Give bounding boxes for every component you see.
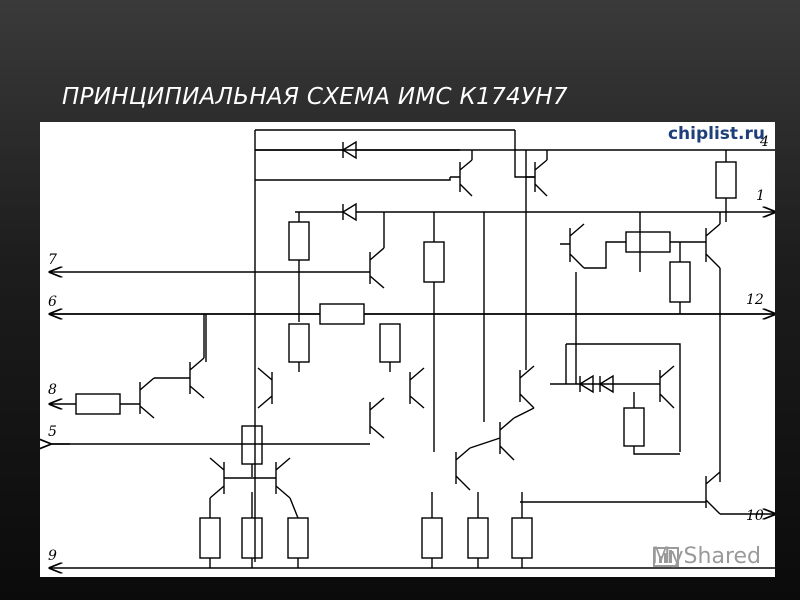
transistor [139,377,155,419]
resistor [423,241,445,283]
transistor [455,447,471,491]
transistor [659,365,675,409]
transistor [705,471,721,515]
resistor [288,323,310,363]
transistor [519,365,535,409]
resistor [467,517,489,559]
resistor [511,517,533,559]
pin-9-label: 9 [48,548,57,564]
circuit-schematic: 7 6 8 5 9 1 12 10 4 [40,129,775,577]
transistor [705,223,721,269]
transistor [560,223,585,269]
transistor [525,159,548,197]
resistor [623,407,645,447]
diode [341,202,357,222]
resistor [288,221,310,261]
pin-8-label: 8 [48,382,57,398]
resistor [287,517,309,559]
pin-10-label: 10 [746,508,764,524]
schematic-figure: 7 6 8 5 9 1 12 10 4 chiplist.ru MyShared [40,122,775,577]
transistor [409,367,425,409]
resistor [625,231,671,253]
transistor [369,247,385,289]
transistor [189,357,205,399]
pin-5-label: 5 [48,424,57,440]
pin-6-label: 6 [48,294,57,310]
transistor [450,159,473,197]
transistor [499,417,515,461]
transistor [369,397,385,439]
resistor [669,261,691,303]
pin-1-label: 1 [756,188,765,204]
resistor [75,393,121,415]
myshared-watermark: MyShared [652,544,761,569]
pin-4-label: 4 [759,134,769,150]
resistor [421,517,443,559]
transistor [209,457,225,499]
resistor [199,517,221,559]
transistor [257,367,273,409]
resistor [379,323,401,363]
resistor [241,517,263,559]
pin-7-label: 7 [48,252,57,268]
transistor [275,457,291,499]
slide-title: ПРИНЦИПИАЛЬНАЯ СХЕМА ИМС К174УН7 [62,84,568,110]
resistor [319,303,365,325]
pin-12-label: 12 [746,292,764,308]
myshared-logo-icon [652,547,679,567]
resistor [241,425,263,465]
chiplist-watermark: chiplist.ru [667,124,765,144]
resistor [715,161,737,199]
